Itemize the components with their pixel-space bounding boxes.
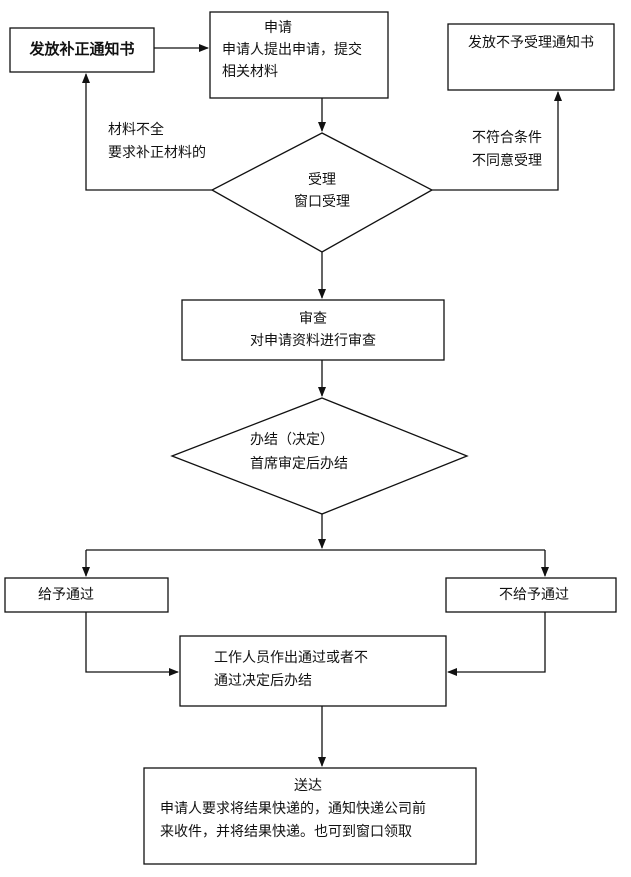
apply-title: 申请 (264, 20, 292, 36)
deliver-box (143, 767, 477, 865)
staff-line1: 工作人员作出通过或者不 (214, 650, 368, 666)
incomplete-label-line2: 要求补正材料的 (108, 145, 206, 161)
ineligible-label-line2: 不同意受理 (472, 153, 542, 169)
decide-line1: 首席审定后办结 (250, 456, 348, 472)
apply-line1: 申请人提出申请，提交 (222, 42, 362, 58)
arrow-accept-to-correction (82, 73, 212, 191)
arrow-accept-to-reject (432, 91, 562, 191)
correction-notice-box (9, 27, 155, 73)
staff-line2: 通过决定后办结 (214, 673, 312, 689)
accept-line1: 窗口受理 (294, 194, 350, 210)
ineligible-label-line1: 不符合条件 (472, 130, 542, 146)
arrow-approve-to-staff (85, 612, 179, 676)
deliver-line2: 来收件，并将结果快递。也可到窗口领取 (160, 824, 412, 840)
arrow-deny-to-staff (447, 612, 546, 676)
apply-box (209, 11, 389, 99)
review-box (181, 299, 445, 361)
deliver-title: 送达 (294, 778, 322, 794)
review-line1: 对申请资料进行审查 (250, 333, 376, 349)
approve-label: 给予通过 (38, 587, 94, 603)
review-title: 审查 (299, 311, 327, 327)
deliver-line1: 申请人要求将结果快递的，通知快递公司前 (160, 801, 426, 817)
decide-title: 办结（决定） (250, 432, 334, 448)
deny-box (445, 577, 617, 613)
reject-notice-label: 发放不予受理通知书 (468, 35, 594, 51)
deny-label: 不给予通过 (499, 587, 569, 603)
incomplete-label-line1: 材料不全 (108, 122, 164, 138)
staff-box (179, 635, 447, 707)
apply-line2: 相关材料 (222, 64, 278, 80)
correction-notice-label: 发放补正通知书 (29, 40, 135, 58)
reject-notice-box (447, 23, 615, 91)
accept-title: 受理 (308, 172, 336, 188)
